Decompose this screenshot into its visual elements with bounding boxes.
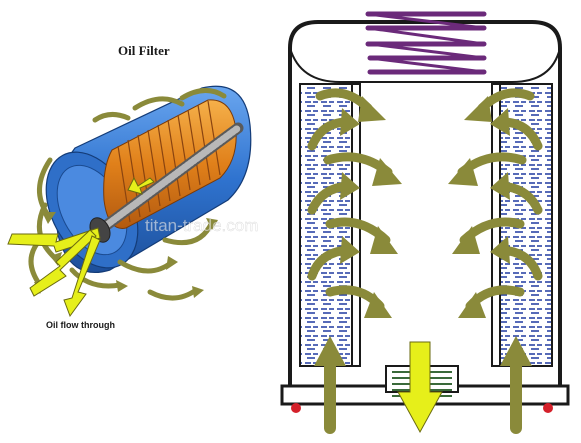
flow-caption: Oil flow through xyxy=(46,320,115,330)
olive-arrowheads-right-left xyxy=(340,96,402,318)
valve-red-left xyxy=(291,403,301,413)
right-cross-section-diagram xyxy=(280,11,570,434)
bypass-spring xyxy=(365,11,487,75)
left-cutaway-diagram: Oil Filter xyxy=(7,43,252,330)
inlet-arrowheads xyxy=(314,336,532,366)
diagram-title: Oil Filter xyxy=(118,43,170,58)
inlet-arrows xyxy=(324,356,522,434)
olive-arrowheads-right-right xyxy=(448,96,510,318)
yellow-outflow-arrows xyxy=(7,176,155,318)
valve-red-right xyxy=(543,403,553,413)
outlet-arrow xyxy=(397,341,443,434)
watermark: titan-trade.com xyxy=(145,216,258,235)
